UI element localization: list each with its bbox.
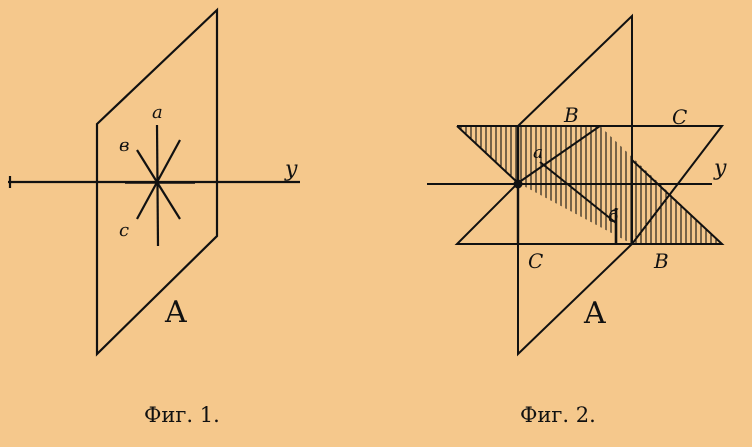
lower-triangle — [454, 159, 725, 245]
fig2-upper-label-c: С — [672, 105, 687, 129]
intersection-point — [513, 179, 523, 189]
plane-a-outline — [517, 13, 633, 357]
fig1-label-b: в — [119, 135, 129, 156]
fig2-lower-label-c: С — [528, 249, 543, 273]
fig1-caption: Фиг. 1. — [144, 403, 220, 427]
fig1-label-c: с — [119, 220, 129, 241]
line-b — [136, 149, 181, 220]
upper-triangle — [457, 125, 725, 245]
fig2-inner-label-b: б — [608, 207, 619, 227]
fig1-axis-label: у — [284, 157, 298, 182]
fig2-lower-label-b: В — [653, 249, 669, 273]
line-c — [136, 139, 181, 220]
line-a — [155, 124, 160, 247]
fig2-plane-label: A — [583, 296, 606, 331]
figure-1 — [8, 7, 300, 357]
fig2-upper-label-b: В — [563, 103, 579, 127]
fig1-label-a: а — [152, 102, 163, 123]
fig2-inner-label-a: а — [533, 143, 543, 163]
diagonal-b — [517, 125, 601, 184]
plane-a-outline — [95, 7, 219, 357]
fig1-plane-label: A — [164, 295, 187, 330]
upper-triangle-left-edge — [456, 125, 519, 184]
fig2-caption: Фиг. 2. — [520, 403, 596, 427]
segment-ab — [539, 161, 617, 224]
figure-2 — [427, 13, 725, 357]
fig2-axis-label: у — [713, 156, 727, 181]
